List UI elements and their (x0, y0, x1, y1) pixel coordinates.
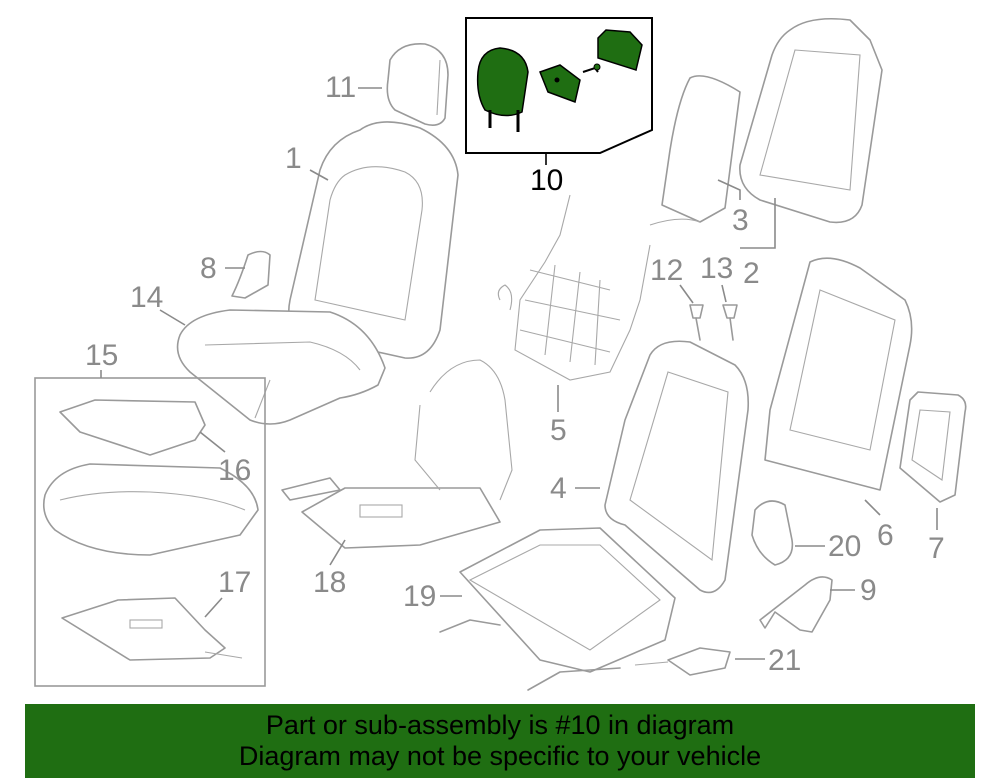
part-10-highlight-box[interactable]: 10 (465, 17, 653, 197)
callout-13: 13 (700, 252, 733, 285)
callout-17: 17 (218, 566, 251, 599)
part-21-switch[interactable] (634, 647, 731, 676)
callout-10: 10 (530, 164, 563, 197)
callout-15: 15 (85, 339, 118, 372)
part-15-box (34, 377, 266, 687)
part-12-guide-bolt[interactable] (689, 304, 704, 341)
part-14-seat-cushion[interactable] (176, 309, 386, 425)
callout-20: 20 (828, 530, 861, 563)
callout-21: 21 (768, 644, 801, 677)
part-18-seat-pan[interactable] (281, 359, 513, 549)
part-20-recliner-cover[interactable] (751, 500, 794, 566)
callout-5: 5 (550, 414, 567, 447)
banner-line-1: Part or sub-assembly is #10 in diagram (265, 710, 735, 740)
part-5-lumbar-frame[interactable] (497, 194, 651, 381)
callout-11: 11 (325, 71, 356, 104)
callout-7: 7 (928, 532, 945, 565)
part-7-trim-panel[interactable] (899, 391, 967, 503)
callout-14: 14 (130, 281, 163, 314)
callout-8: 8 (200, 252, 217, 285)
part-1-seat-back[interactable] (287, 121, 459, 359)
callout-3: 3 (732, 204, 749, 237)
callout-4: 4 (550, 472, 567, 505)
part-9-side-trim[interactable] (759, 576, 833, 633)
part-6-back-rear[interactable] (764, 257, 913, 491)
callout-6: 6 (877, 519, 894, 552)
callout-1: 1 (285, 142, 302, 175)
part-19-seat-track[interactable] (439, 527, 676, 691)
callout-2: 2 (743, 257, 760, 290)
seat-parts-diagram: 10 1 2 3 4 5 6 7 8 9 11 12 13 14 15 16 (34, 17, 967, 691)
callout-9: 9 (860, 574, 877, 607)
callout-19: 19 (403, 580, 436, 613)
callout-18: 18 (313, 566, 346, 599)
banner-line-2: Diagram may not be specific to your vehi… (238, 741, 762, 771)
part-2-seat-back-shell[interactable] (739, 17, 883, 224)
part-11-headrest[interactable] (386, 43, 449, 126)
callout-16: 16 (218, 454, 251, 487)
part-3-back-panel[interactable] (649, 75, 741, 226)
callout-layer: 1 2 3 4 5 6 7 8 9 11 12 13 14 15 16 17 1 (85, 71, 945, 677)
callout-12: 12 (650, 254, 683, 287)
info-banner: Part or sub-assembly is #10 in diagram D… (25, 704, 975, 778)
part-13-guide-bolt[interactable] (722, 304, 738, 341)
part-8-bracket[interactable] (231, 250, 271, 299)
part-4-back-frame[interactable] (604, 340, 750, 594)
